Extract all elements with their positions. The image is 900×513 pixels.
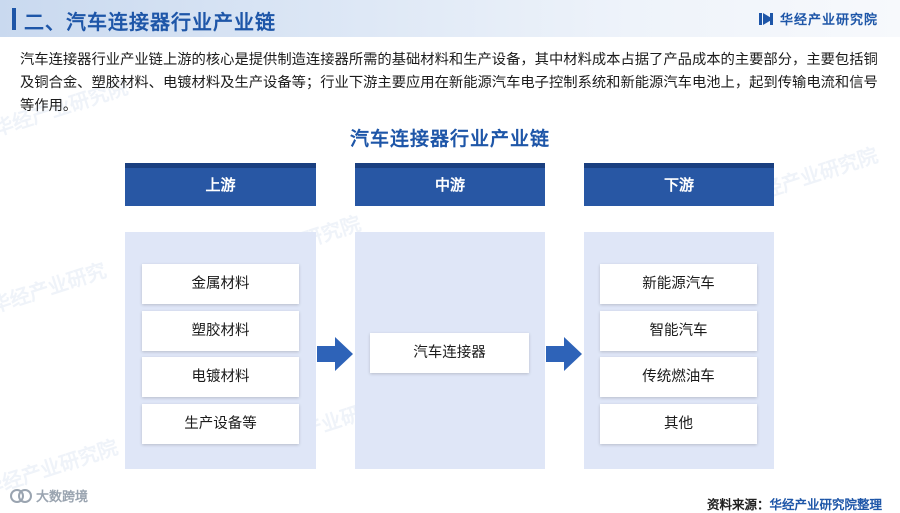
header-accent (12, 8, 16, 30)
arrow-right-icon (546, 337, 582, 371)
stage-label-upstream: 上游 (205, 176, 236, 194)
upstream-item: 电镀材料 (142, 357, 299, 397)
arrow-right-icon (317, 337, 353, 371)
upstream-item: 金属材料 (142, 264, 299, 304)
stage-header-upstream: 上游 (125, 163, 316, 206)
diagram-title: 汽车连接器行业产业链 (349, 128, 550, 150)
upstream-item: 塑胶材料 (142, 311, 299, 351)
midstream-item: 汽车连接器 (370, 333, 529, 373)
downstream-item: 智能汽车 (600, 311, 757, 351)
downstream-item: 其他 (600, 404, 757, 444)
downstream-item: 新能源汽车 (600, 264, 757, 304)
page-title: 二、汽车连接器行业产业链 (24, 10, 276, 34)
brand-logo-icon (758, 12, 773, 25)
brand: 华经产业研究院 (758, 9, 878, 28)
intro-paragraph: 汽车连接器行业产业链上游的核心是提供制造连接器所需的基础材料和生产设备，其中材料… (20, 52, 878, 114)
stage-header-downstream: 下游 (584, 163, 774, 206)
stage-label-midstream: 中游 (434, 176, 465, 194)
stage-label-downstream: 下游 (663, 176, 694, 194)
watermark-3: 华经产业研究 (0, 257, 110, 318)
stage-header-midstream: 中游 (355, 163, 545, 206)
source-label: 资料来源： (706, 497, 770, 512)
watermark-logo-icon (10, 488, 32, 503)
brand-name: 华经产业研究院 (779, 13, 878, 28)
header-bar: 二、汽车连接器行业产业链 (0, 0, 900, 37)
downstream-item: 传统燃油车 (600, 357, 757, 397)
source-org: 华经产业研究院整理 (769, 497, 882, 512)
corner-watermark: 大数跨境 (10, 486, 88, 505)
upstream-item: 生产设备等 (142, 404, 299, 444)
source-note: 资料来源：华经产业研究院整理 (707, 494, 882, 513)
watermark-text: 大数跨境 (36, 490, 89, 505)
